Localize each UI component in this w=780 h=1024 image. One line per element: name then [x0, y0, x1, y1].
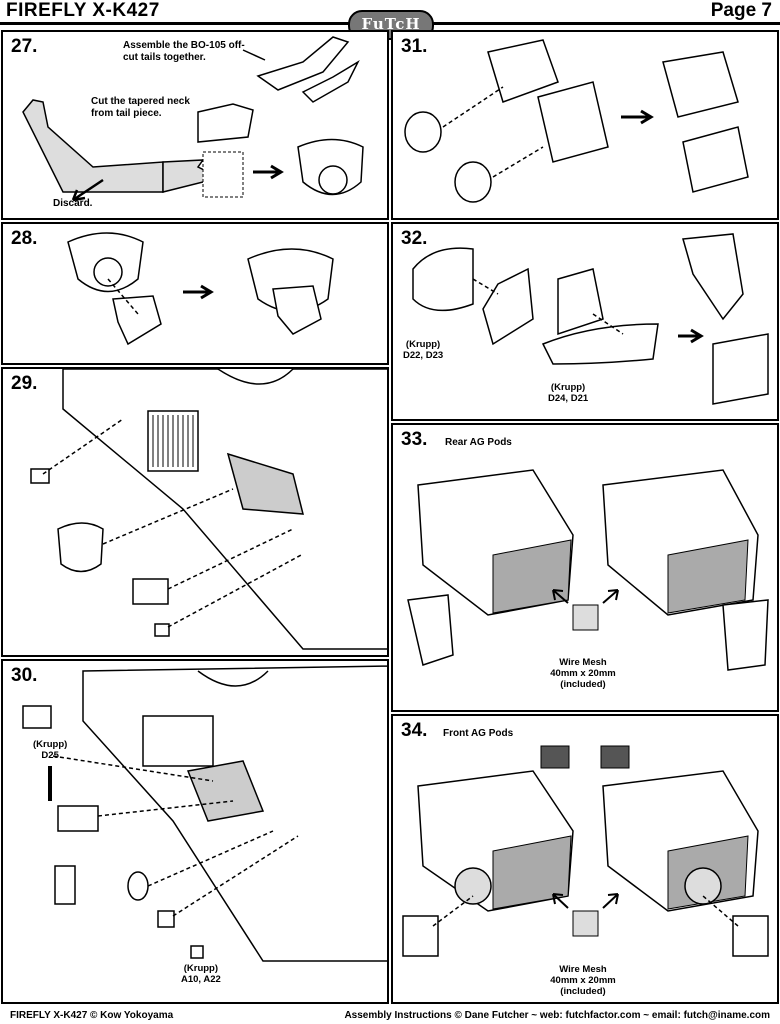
wire-mesh-line: Wire Mesh: [559, 657, 607, 668]
footer-copyright: FIREFLY X-K427 © Kow Yokoyama: [10, 1010, 174, 1021]
step-number: 33.: [401, 429, 428, 450]
page-header: FIREFLY X-K427 Page 7 FuTcH: [0, 0, 780, 40]
step-number: 29.: [11, 373, 38, 394]
step-27-illustration: [22, 36, 364, 202]
part-label-line: (Krupp): [550, 382, 586, 393]
part-label-line: (Krupp): [33, 739, 68, 750]
wire-mesh-line: Wire Mesh: [559, 964, 607, 975]
wire-mesh-line: (included): [560, 679, 606, 690]
step-number: 28.: [11, 228, 38, 249]
step-number: 32.: [401, 228, 428, 249]
document-title: FIREFLY X-K427: [6, 0, 160, 21]
step-28-panel: 28.: [1, 222, 389, 365]
step-number: 27.: [11, 36, 38, 57]
wire-mesh-line: 40mm x 20mm: [550, 668, 616, 679]
assemble-note: Assemble the BO-105 off-cut tails togeth…: [123, 40, 245, 63]
step-number: 30.: [11, 665, 38, 686]
step-32-illustration: [412, 233, 769, 405]
step-32-panel: 32. (Krupp) D22, D23 (Krupp) D24, D21: [391, 222, 779, 421]
step-31-illustration: [404, 39, 749, 203]
part-label-line: A10, A22: [181, 974, 221, 985]
page-footer: FIREFLY X-K427 © Kow Yokoyama Assembly I…: [0, 1006, 780, 1024]
step-number: 34.: [401, 720, 428, 741]
part-label-line: D25: [41, 750, 59, 761]
step-27-panel: 27. Assemble the BO-105 off-cut tails to…: [1, 30, 389, 220]
wire-mesh-label: Wire Mesh 40mm x 20mm (included): [543, 657, 623, 690]
step-30-panel: 30. (Krupp) D25 (Krupp) A10, A22: [1, 659, 389, 1004]
part-label-a10-a22: (Krupp) A10, A22: [181, 963, 221, 985]
step-30-illustration: [22, 665, 387, 962]
step-29-illustration: [30, 369, 387, 650]
step-34-illustration: [402, 745, 769, 957]
wire-mesh-label: Wire Mesh 40mm x 20mm (included): [543, 964, 623, 997]
wire-mesh-line: 40mm x 20mm: [550, 975, 616, 986]
step-31-panel: 31.: [391, 30, 779, 220]
step-34-panel: 34. Front AG Pods Wire Mesh 40mm x 20mm …: [391, 714, 779, 1004]
footer-credits: Assembly Instructions © Dane Futcher ~ w…: [344, 1010, 770, 1021]
cut-note: Cut the tapered neck from tail piece.: [91, 96, 190, 119]
step-29-panel: 29.: [1, 367, 389, 657]
part-label-line: (Krupp): [183, 963, 219, 974]
step-title: Front AG Pods: [443, 728, 514, 739]
page-number: Page 7: [710, 0, 772, 21]
step-28-illustration: [67, 232, 334, 346]
part-label-line: D22, D23: [403, 350, 444, 361]
step-33-panel: 33. Rear AG Pods Wire Mesh 40mm x 20mm (…: [391, 423, 779, 712]
wire-mesh-line: (included): [560, 986, 606, 997]
part-label-line: (Krupp): [405, 339, 441, 350]
part-label-line: D24, D21: [548, 393, 589, 404]
part-label-d24-d21: (Krupp) D24, D21: [548, 382, 588, 404]
step-33-illustration: [407, 469, 769, 671]
discard-note: Discard.: [53, 198, 93, 209]
step-number: 31.: [401, 36, 428, 57]
part-label-d25: (Krupp) D25: [33, 739, 67, 761]
step-title: Rear AG Pods: [445, 437, 512, 448]
part-label-d22-d23: (Krupp) D22, D23: [403, 339, 443, 361]
